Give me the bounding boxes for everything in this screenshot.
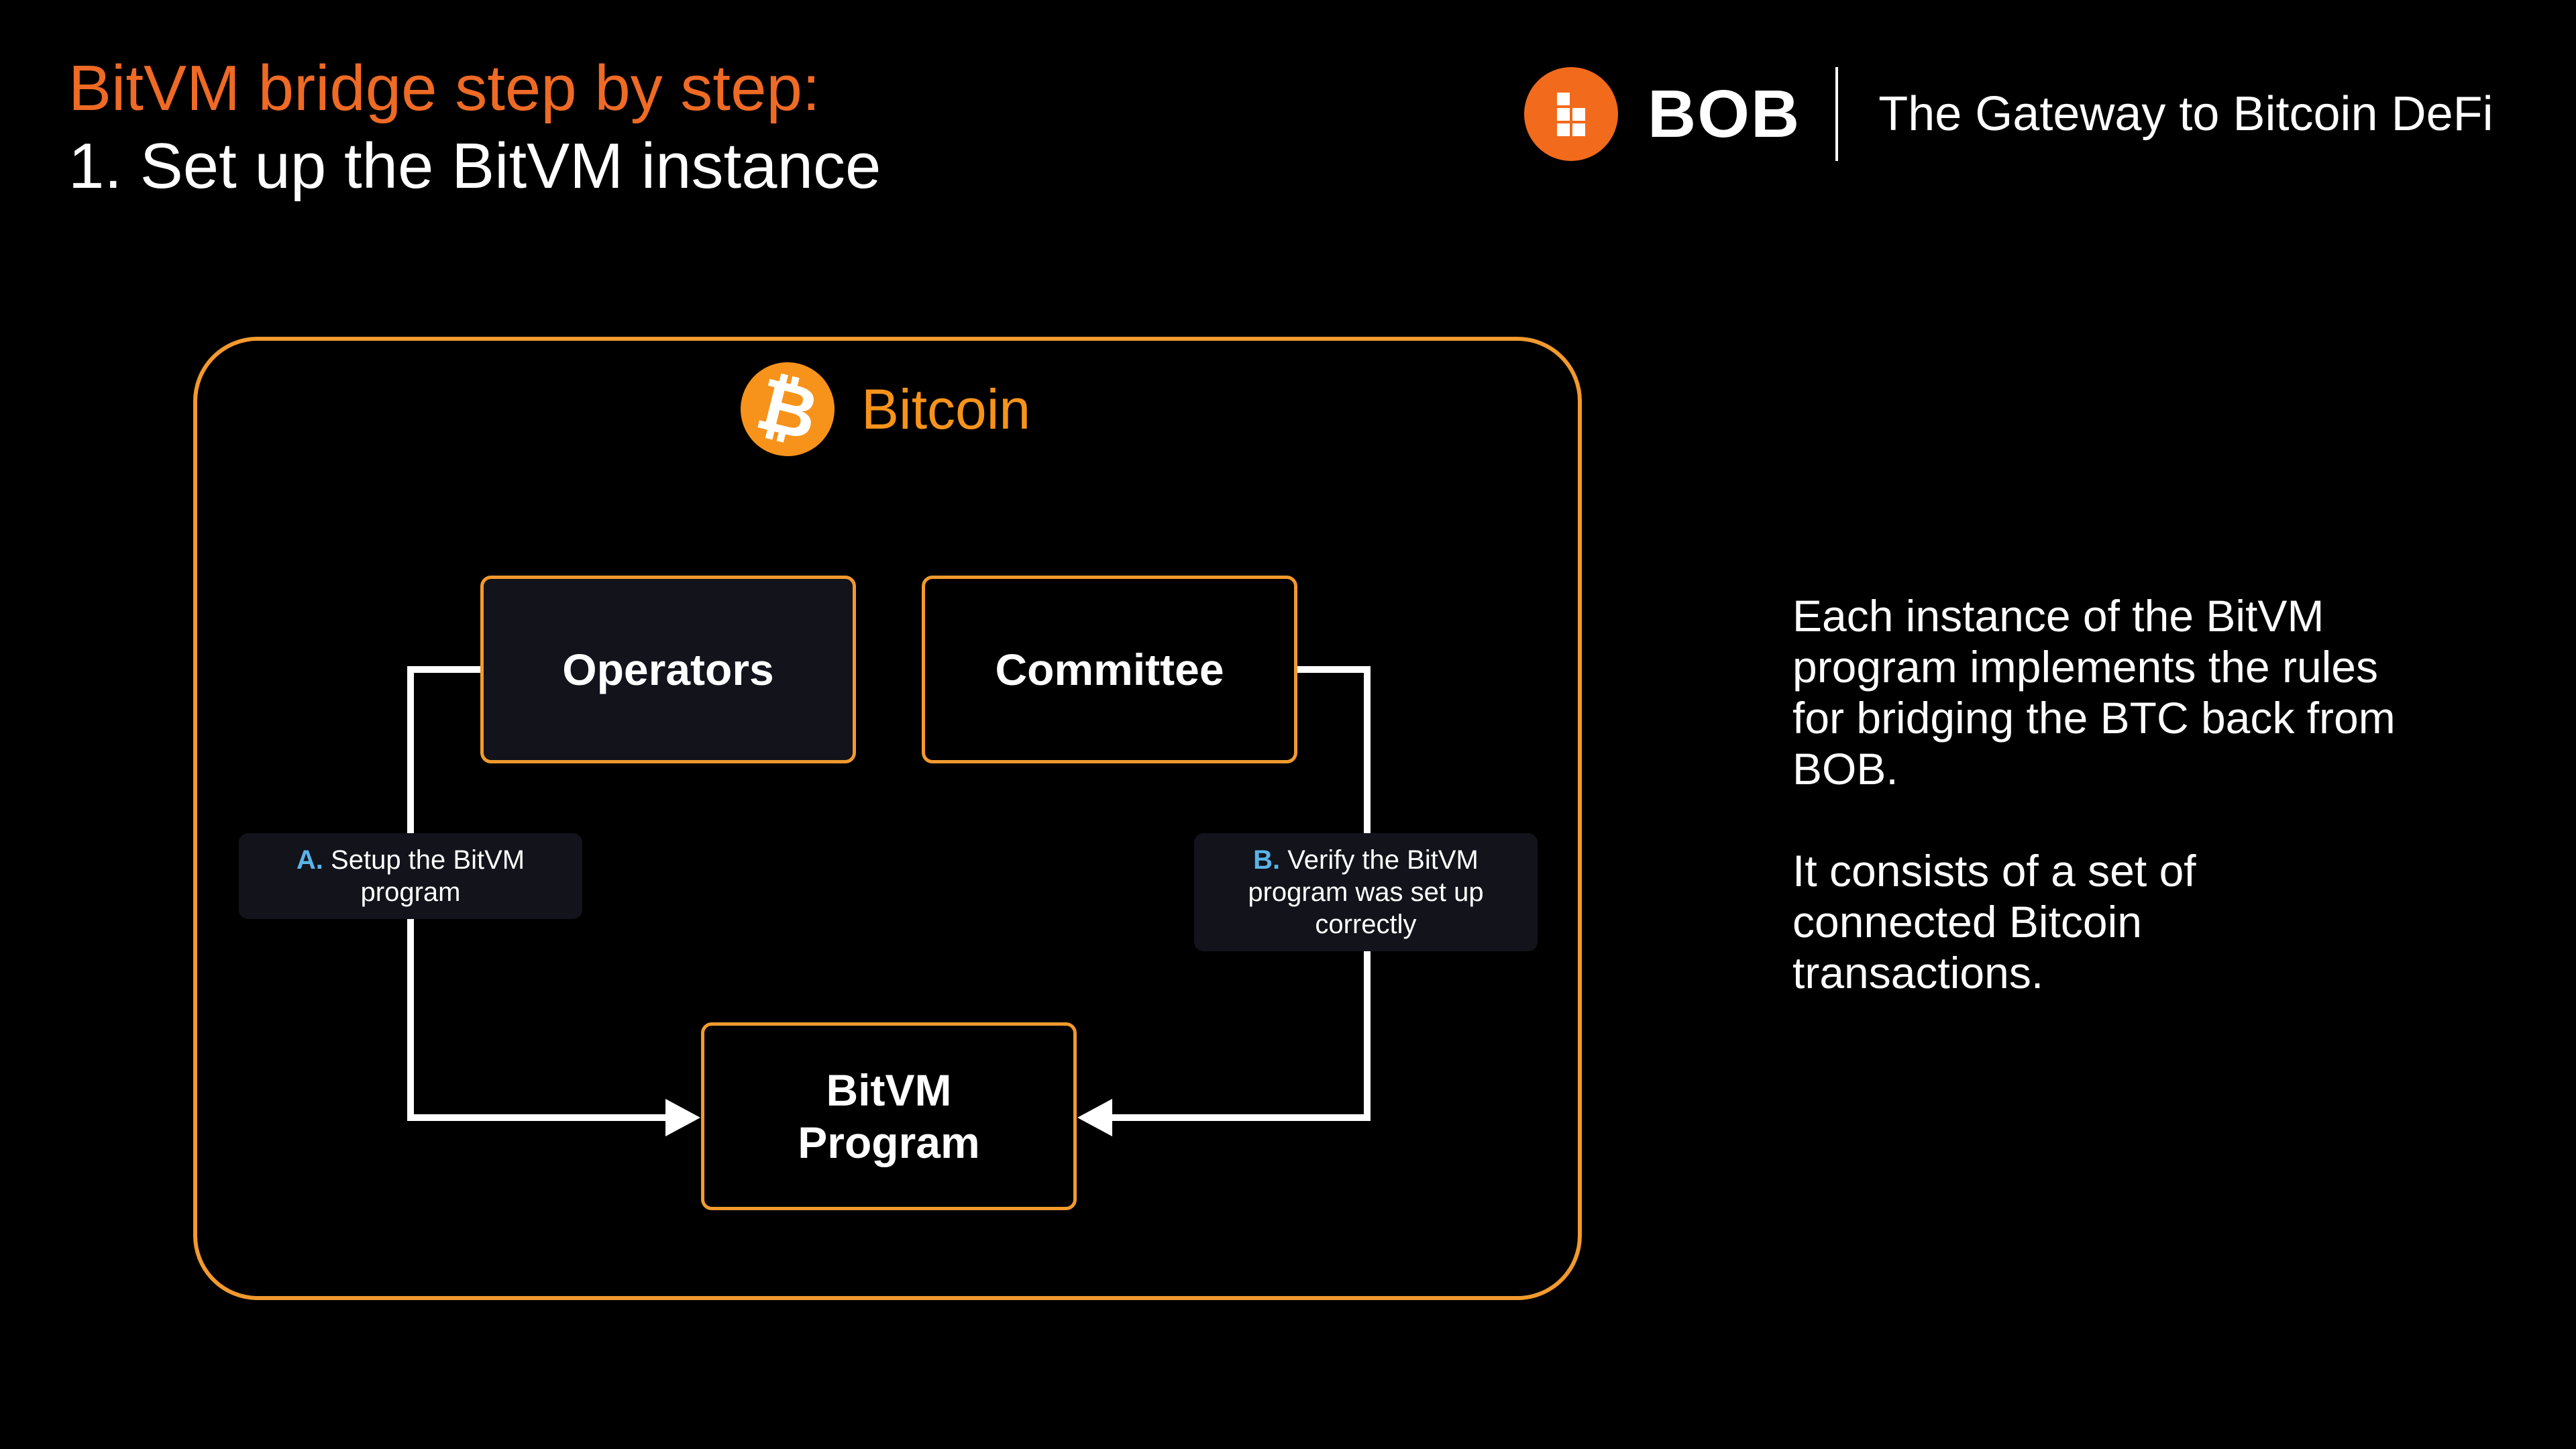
operators-label: Operators — [562, 645, 774, 694]
bitcoin-label: Bitcoin — [861, 377, 1031, 441]
brand-name: BOB — [1648, 76, 1801, 152]
arrowhead-into-bitvm-left — [665, 1099, 700, 1136]
title-step-subheading: 1. Set up the BitVM instance — [68, 130, 881, 202]
description-paragraph-1: Each instance of the BitVM program imple… — [1792, 591, 2396, 794]
bitvm-program-label-line1: BitVM — [826, 1065, 952, 1115]
arrowhead-into-bitvm-right — [1077, 1099, 1112, 1136]
step-a-letter: A. — [296, 845, 323, 875]
step-b-text-line2: program was set up — [1248, 877, 1484, 907]
bitcoin-header: ₿ Bitcoin — [731, 352, 1031, 466]
brand-divider — [1835, 67, 1839, 161]
operators-node: Operators — [480, 576, 856, 763]
brand-header: BOB The Gateway to Bitcoin DeFi — [1524, 67, 2493, 161]
title-step-heading: BitVM bridge step by step: — [68, 52, 820, 124]
bitcoin-container — [193, 337, 1582, 1300]
committee-node: Committee — [922, 576, 1297, 763]
bob-grid-icon — [1524, 67, 1618, 161]
step-b-label: B. Verify the BitVM program was set up c… — [1194, 833, 1538, 951]
brand-tagline: The Gateway to Bitcoin DeFi — [1878, 87, 2493, 141]
step-a-text-line1: Setup the BitVM — [331, 845, 525, 875]
bitvm-program-label-line2: Program — [798, 1118, 980, 1167]
bitvm-program-node: BitVM Program — [701, 1022, 1077, 1210]
step-b-text-line3: correctly — [1315, 910, 1417, 939]
step-a-label: A. Setup the BitVM program — [239, 833, 582, 919]
description-paragraph-2: It consists of a set of connected Bitcoi… — [1792, 846, 2196, 998]
step-b-text-line1: Verify the BitVM — [1287, 845, 1479, 875]
committee-label: Committee — [995, 645, 1224, 694]
step-b-letter: B. — [1253, 845, 1281, 875]
step-a-text-line2: program — [360, 877, 461, 907]
